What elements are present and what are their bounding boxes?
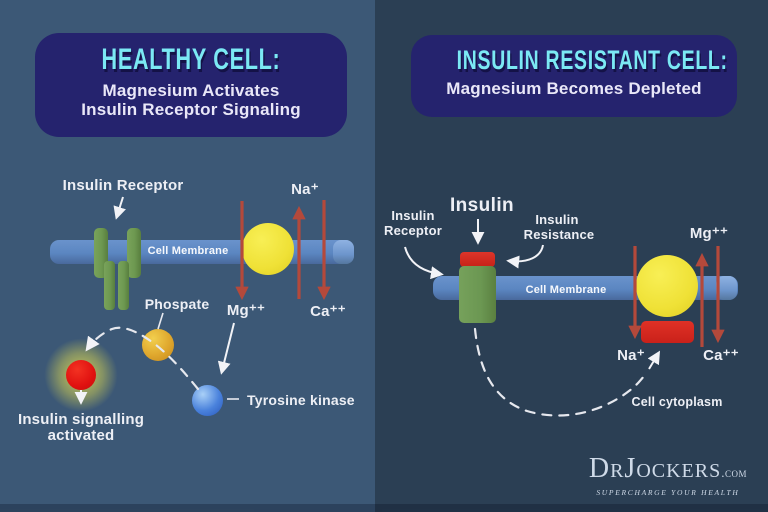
ion-channel-circle-left xyxy=(242,223,294,275)
resistant-subtitle: Magnesium Becomes Depleted xyxy=(446,79,702,98)
insulin-receptor-block xyxy=(459,266,496,323)
insulin-signal-circle xyxy=(66,360,96,390)
healthy-subtitle-line2: Insulin Receptor Signaling xyxy=(81,100,301,119)
cell-cytoplasm-label: Cell cytoplasm xyxy=(631,395,723,409)
insulin-resistance-cap xyxy=(460,252,495,267)
healthy-title: HEALTHY CELL: xyxy=(101,43,281,76)
logo-name: DrJockers xyxy=(588,453,722,484)
resistant-title: INSULIN RESISTANT CELL: xyxy=(456,45,728,75)
logo-tagline: SUPERCHARGE YOUR HEALTH xyxy=(596,488,740,497)
healthy-subtitle-line1: Magnesium Activates xyxy=(102,81,280,100)
blocked-channel-rect xyxy=(641,321,694,343)
signalling-activated-label-line1: Insulin signalling xyxy=(17,411,145,428)
insulin-receptor-label-right-line1: Insulin xyxy=(391,208,435,223)
cell-membrane-label-left: Cell Membrane xyxy=(147,245,229,257)
resistant-header-card: INSULIN RESISTANT CELL: Magnesium Become… xyxy=(411,35,737,117)
insulin-receptor-subunit xyxy=(104,261,115,310)
insulin-receptor-label-right-line2: Receptor xyxy=(384,223,442,238)
insulin-receptor-subunit xyxy=(127,228,141,278)
logo-wordmark: DrJockers.com xyxy=(589,455,747,487)
insulin-resistance-label-line2: Resistance xyxy=(523,227,595,242)
insulin-receptor-subunit xyxy=(118,261,129,310)
drjockers-logo: DrJockers.com SUPERCHARGE YOUR HEALTH xyxy=(589,455,747,498)
tyrosine-kinase-label: Tyrosine kinase xyxy=(247,392,355,408)
healthy-header-card: HEALTHY CELL: Magnesium Activates Insuli… xyxy=(35,33,347,137)
membrane-end-cap-right xyxy=(716,276,737,300)
magnesium-label-right: Mg⁺⁺ xyxy=(689,225,729,242)
sodium-label-left: Na⁺ xyxy=(291,181,319,198)
phosphate-circle xyxy=(142,329,174,361)
insulin-resistance-label-line1: Insulin xyxy=(535,212,579,227)
insulin-label: Insulin xyxy=(449,195,515,216)
ion-channel-circle-right xyxy=(636,255,698,317)
calcium-label-left: Ca⁺⁺ xyxy=(310,303,346,320)
magnesium-label-left: Mg⁺⁺ xyxy=(226,302,266,319)
tyrosine-kinase-circle xyxy=(192,385,223,416)
phosphate-label: Phospate xyxy=(144,296,210,312)
cell-membrane-label-right: Cell Membrane xyxy=(525,284,607,296)
logo-domain-suffix: .com xyxy=(721,465,747,480)
insulin-receptor-label: Insulin Receptor xyxy=(62,177,184,194)
bottom-edge-shade xyxy=(0,504,768,512)
membrane-end-cap-left xyxy=(333,240,354,264)
sodium-label-right: Na⁺ xyxy=(617,347,645,364)
calcium-label-right: Ca⁺⁺ xyxy=(703,347,739,364)
signalling-activated-label-line2: activated xyxy=(47,427,115,444)
